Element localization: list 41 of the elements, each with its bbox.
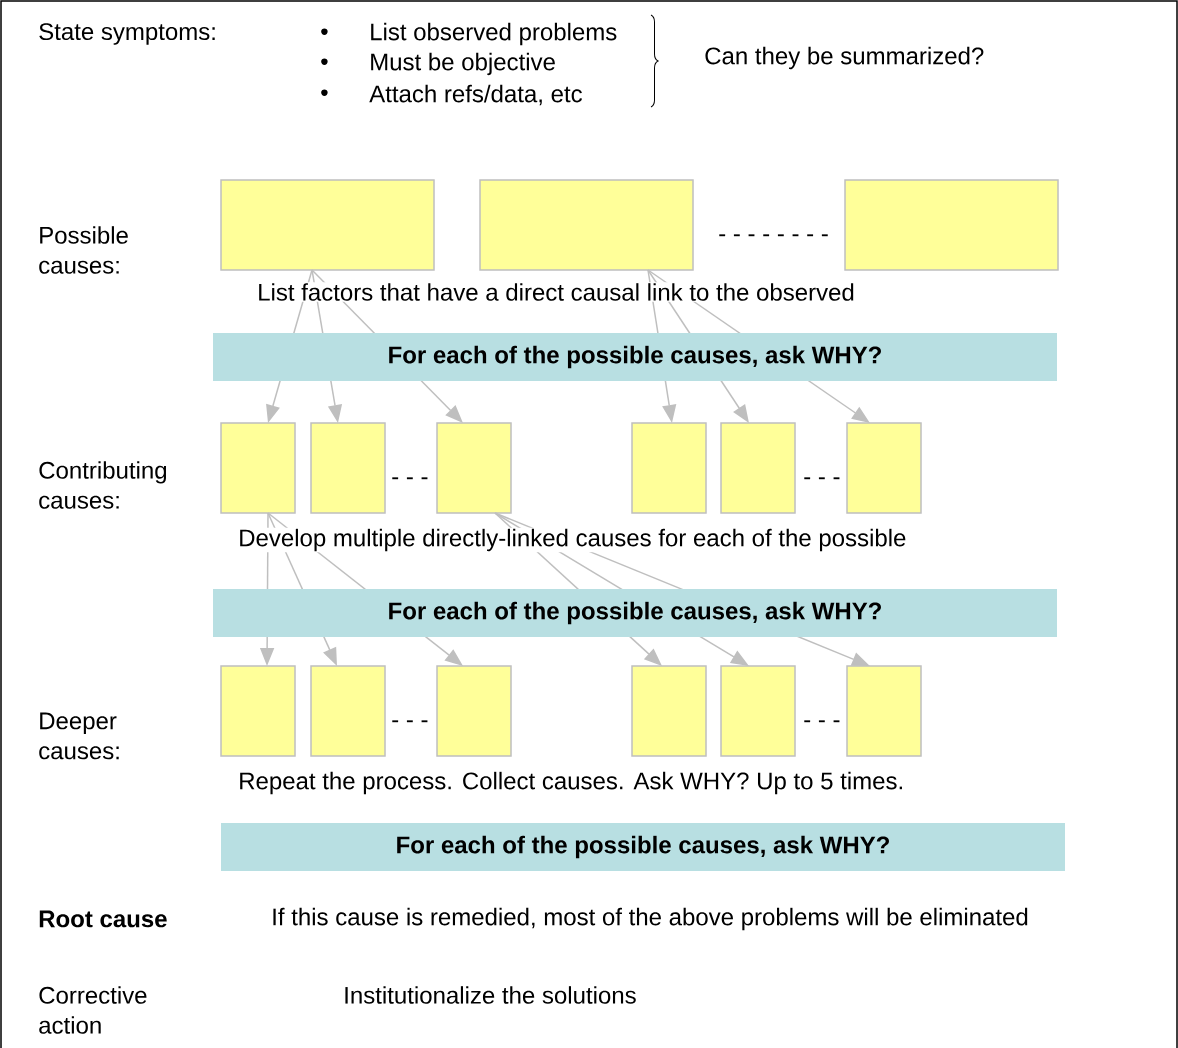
cause-box bbox=[846, 665, 922, 757]
bullet: • bbox=[321, 58, 328, 65]
row-label: Root cause bbox=[39, 910, 167, 928]
ellipsis-dashes: - - - bbox=[392, 720, 428, 723]
ellipsis-dashes: - - - - - - - - bbox=[719, 234, 828, 237]
why-band: For each of the possible causes, ask WHY? bbox=[213, 333, 1057, 381]
cause-box bbox=[220, 179, 435, 271]
ellipsis-dashes: - - - bbox=[804, 477, 840, 480]
ellipsis-dashes: - - - bbox=[392, 477, 428, 480]
note-text: Repeat the process. Collect causes. Ask WHY? Up to 5 times. bbox=[237, 770, 906, 796]
bullet-item: Attach refs/data, etc bbox=[369, 84, 582, 106]
row-label: Contributing causes: bbox=[39, 461, 167, 509]
note-text: Institutionalize the solutions bbox=[345, 986, 636, 1004]
cause-box bbox=[720, 665, 796, 757]
cause-box bbox=[310, 422, 386, 514]
why-band: For each of the possible causes, ask WHY? bbox=[221, 823, 1065, 871]
cause-box bbox=[436, 422, 512, 514]
cause-box bbox=[479, 179, 694, 271]
row-label: Deeper causes: bbox=[39, 712, 119, 760]
cause-box bbox=[220, 665, 296, 757]
bullet-item: Must be objective bbox=[371, 52, 555, 76]
question-text: Can they be summarized? bbox=[705, 46, 984, 70]
row-label: Possible causes: bbox=[39, 226, 128, 274]
cause-box bbox=[436, 665, 512, 757]
bullet: • bbox=[321, 28, 328, 35]
row-label: Corrective action bbox=[39, 986, 147, 1034]
cause-box bbox=[846, 422, 922, 514]
note-text: List factors that have a direct causal link to the observed bbox=[256, 282, 856, 302]
ellipsis-dashes: - - - bbox=[804, 720, 840, 723]
bullet: • bbox=[321, 89, 328, 96]
why-band: For each of the possible causes, ask WHY? bbox=[213, 589, 1057, 637]
note-text: If this cause is remedied, most of the above problems will be eliminated bbox=[273, 907, 1028, 931]
cause-box bbox=[220, 422, 296, 514]
heading-label: State symptoms: bbox=[39, 23, 215, 45]
cause-box bbox=[844, 179, 1059, 271]
note-text: Develop multiple directly-linked causes for each of the possible bbox=[237, 527, 908, 553]
cause-box bbox=[310, 665, 386, 757]
cause-box bbox=[631, 665, 707, 757]
cause-box bbox=[631, 422, 707, 514]
bullet-item: List observed problems bbox=[371, 22, 617, 46]
cause-box bbox=[720, 422, 796, 514]
